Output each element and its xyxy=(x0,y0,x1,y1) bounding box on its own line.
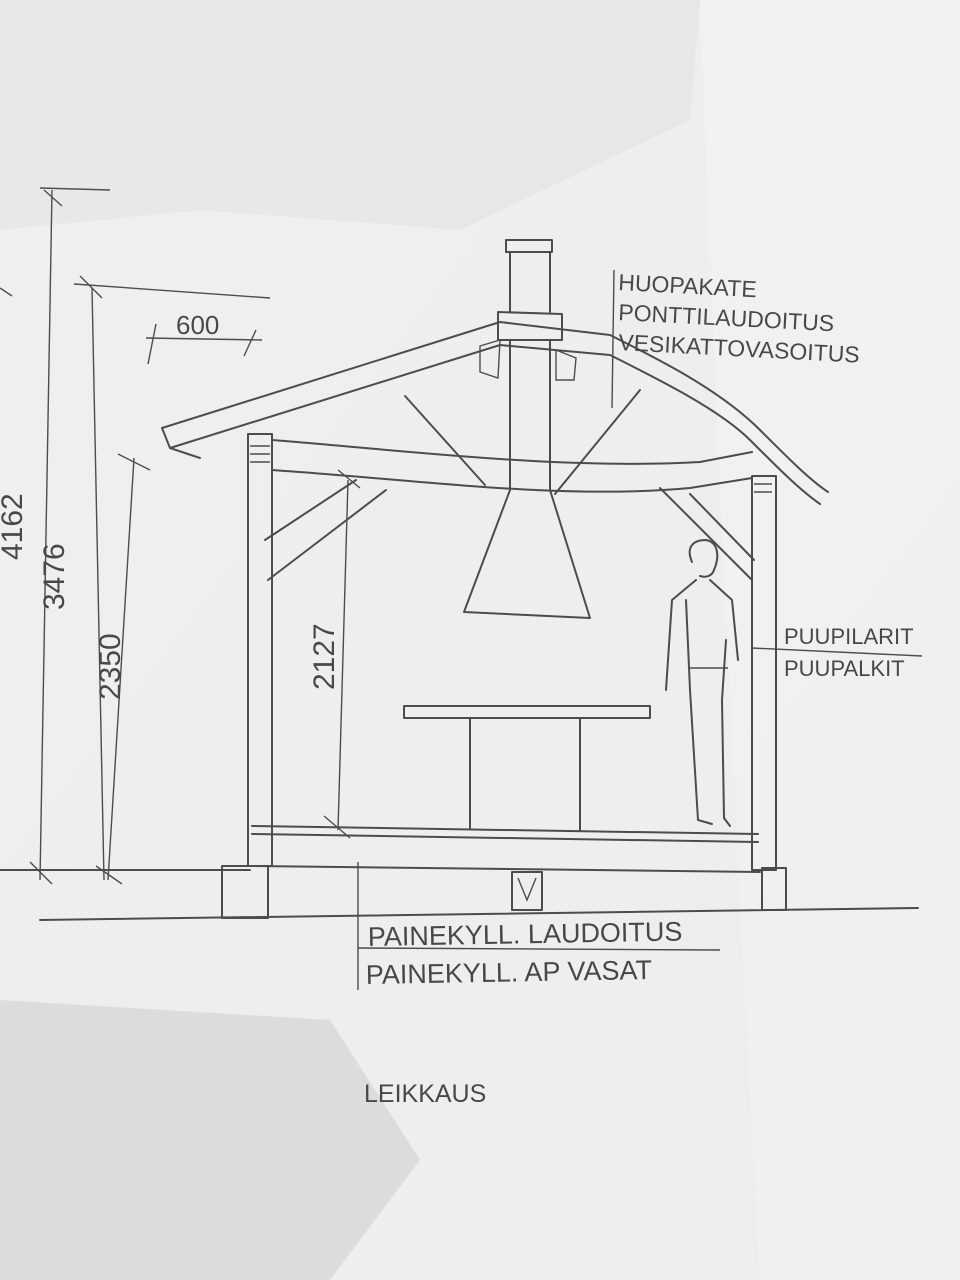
section-drawing: 4162 3476 2350 2127 600 HUOPAKATE PONTTI… xyxy=(0,0,960,1280)
lighting-overlay xyxy=(0,0,960,1280)
